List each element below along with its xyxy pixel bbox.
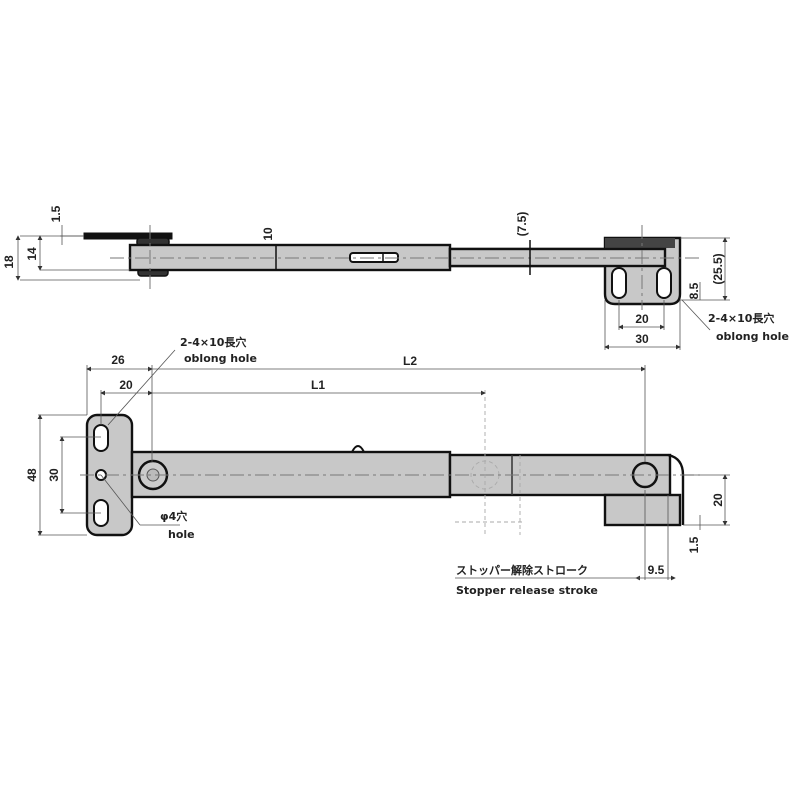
top-view: 18 14 1.5 10 (7.5) (25.5) 8.5 20 30 2-4×…	[2, 205, 789, 350]
oblong-hole-callout-en-top: oblong hole	[716, 330, 789, 343]
dim-1-5-right: 1.5	[687, 536, 701, 553]
dim-20-top: 20	[635, 312, 649, 326]
dim-26: 26	[111, 353, 125, 367]
oblong-hole-callout-jp-top: 2-4×10長穴	[708, 311, 774, 325]
hole-callout-en: hole	[168, 528, 195, 541]
dim-L2: L2	[403, 354, 417, 368]
dim-30-top: 30	[635, 332, 649, 346]
dim-20-right: 20	[711, 493, 725, 507]
dim-L1: L1	[311, 378, 325, 392]
dim-14: 14	[25, 247, 39, 261]
dim-10: 10	[261, 227, 275, 241]
dim-48: 48	[25, 468, 39, 482]
hole-callout-jp: φ4穴	[160, 509, 187, 523]
dim-20-front: 20	[119, 378, 133, 392]
dim-30-front: 30	[47, 468, 61, 482]
stopper-release-stroke-jp: ストッパー解除ストローク	[456, 563, 588, 577]
dim-9-5: 9.5	[648, 563, 665, 577]
oblong-hole-callout-jp-front: 2-4×10長穴	[180, 335, 246, 349]
dim-18: 18	[2, 255, 16, 269]
oblong-hole-callout-en-front: oblong hole	[184, 352, 257, 365]
stopper-release-stroke-en: Stopper release stroke	[456, 584, 598, 597]
dim-7-5: (7.5)	[515, 212, 529, 237]
dim-25-5: (25.5)	[711, 253, 725, 284]
right-bracket-front	[603, 493, 682, 527]
dim-1-5: 1.5	[49, 205, 63, 222]
front-view: 26 20 L2 L1 2-4×10長穴 oblong hole 48 30 φ…	[25, 335, 730, 597]
dim-8-5: 8.5	[687, 282, 701, 299]
